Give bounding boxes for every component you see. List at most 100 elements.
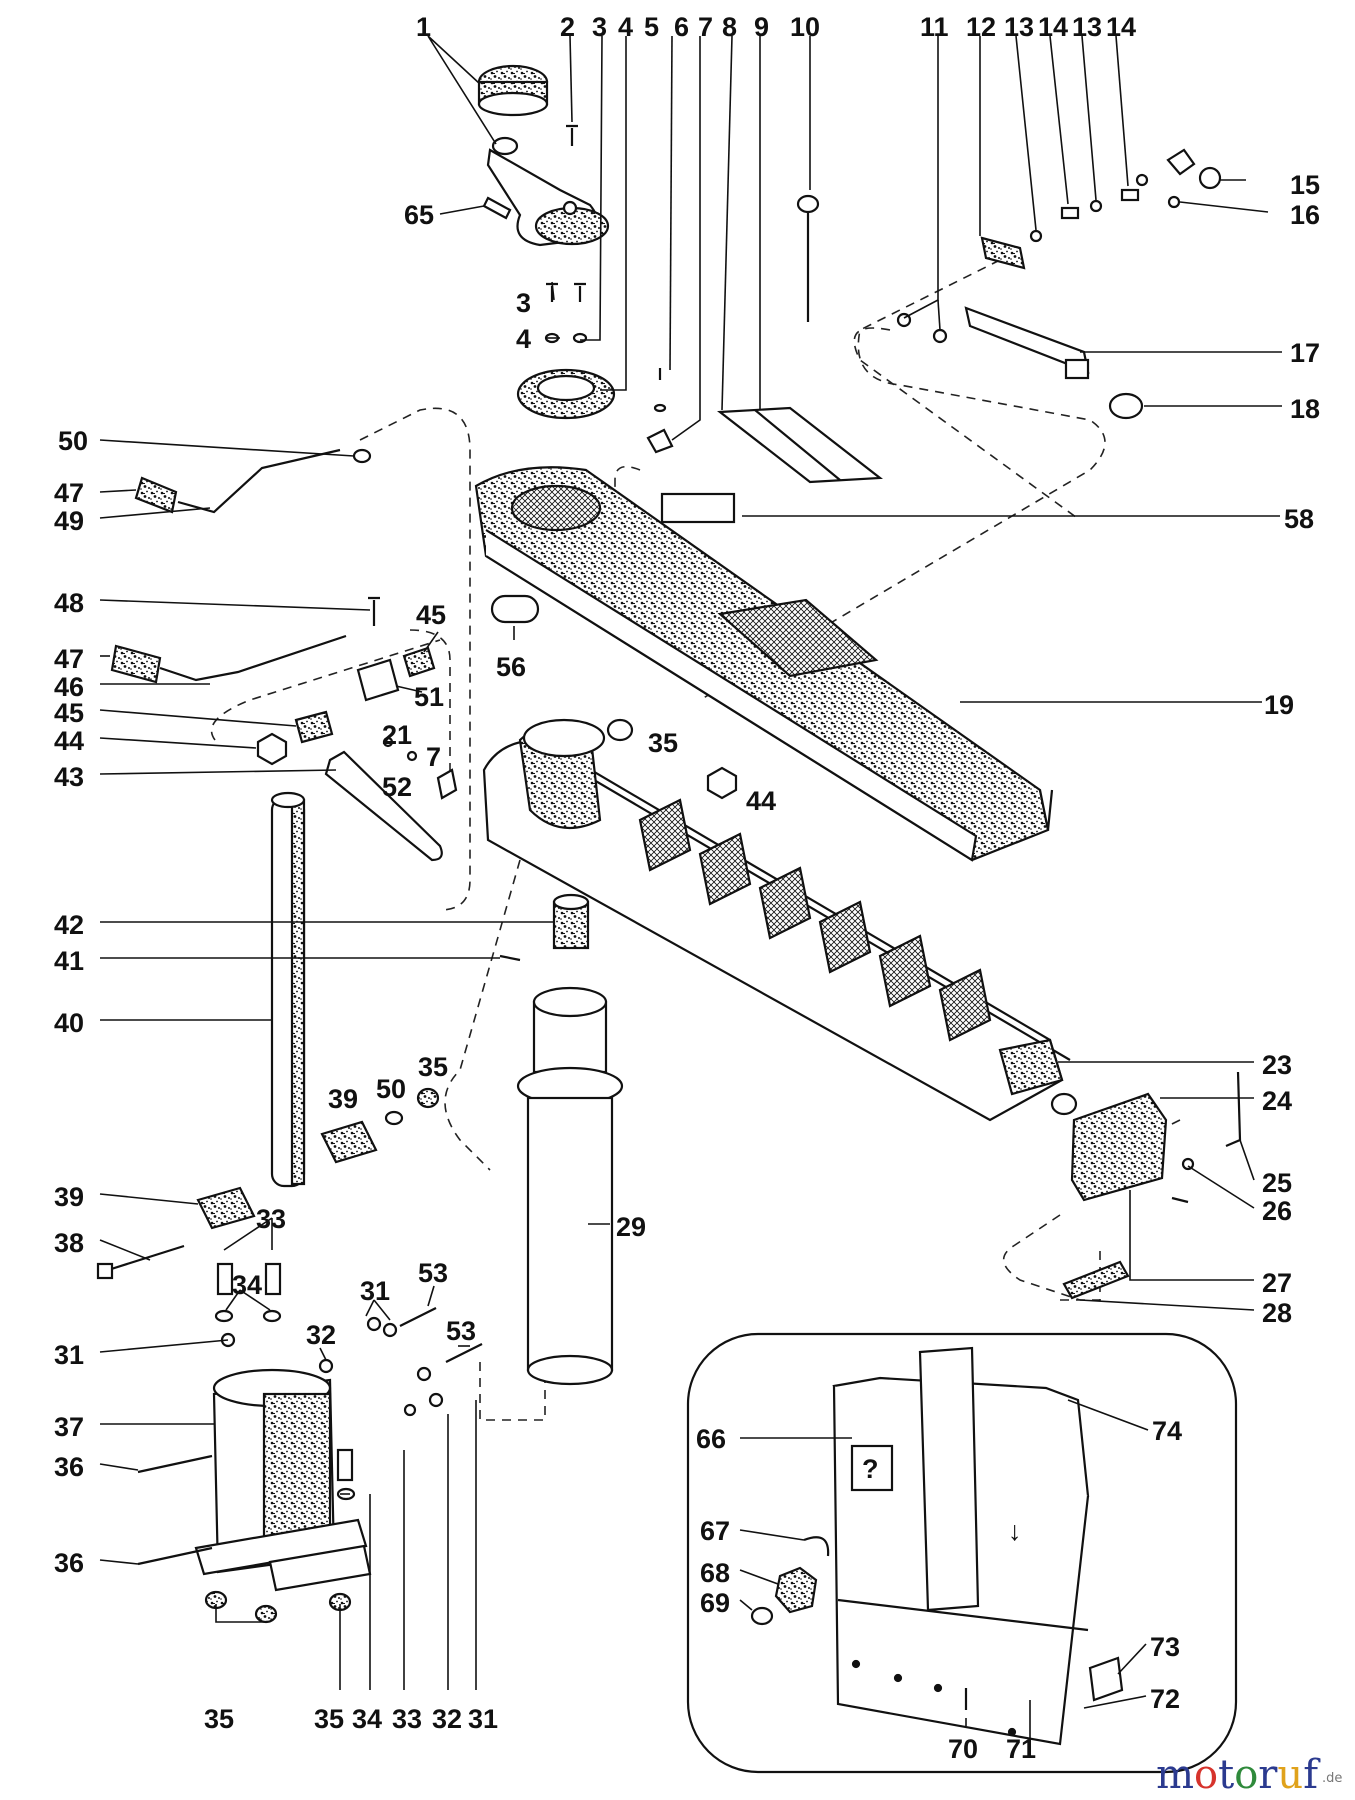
label-1: 1 <box>416 12 431 42</box>
label-45: 45 <box>416 600 446 630</box>
watermark-letter: o <box>1194 1752 1218 1798</box>
label-53: 53 <box>418 1258 448 1288</box>
label-52: 52 <box>382 772 412 802</box>
label-11: 11 <box>920 12 949 42</box>
label-10: 10 <box>790 12 820 42</box>
label-49: 49 <box>54 506 84 536</box>
label-13: 13 <box>1072 12 1102 42</box>
label-7: 7 <box>426 742 441 772</box>
part-23-arm-channel <box>482 718 1071 1122</box>
callout-labels: 1 2 3 4 5 6 7 8 9 10 11 12 13 14 13 14 1… <box>54 12 1320 1764</box>
label-32: 32 <box>306 1320 336 1350</box>
label-53: 53 <box>446 1316 476 1346</box>
label-43: 43 <box>54 762 84 792</box>
label-51: 51 <box>414 682 444 712</box>
label-37: 37 <box>54 1412 84 1442</box>
label-65: 65 <box>404 200 434 230</box>
watermark-letter: m <box>1156 1752 1194 1798</box>
label-70: 70 <box>948 1734 978 1764</box>
parts <box>96 64 1242 1624</box>
label-58: 58 <box>1284 504 1314 534</box>
label-2: 2 <box>560 12 575 42</box>
label-18: 18 <box>1290 394 1320 424</box>
label-42: 42 <box>54 910 84 940</box>
label-13: 13 <box>1004 12 1034 42</box>
label-39: 39 <box>54 1182 84 1212</box>
label-14: 14 <box>1038 12 1068 42</box>
label-26: 26 <box>1262 1196 1292 1226</box>
part-37-base-socket <box>194 1368 372 1592</box>
label-8: 8 <box>722 12 737 42</box>
label-39: 39 <box>328 1084 358 1114</box>
label-47: 47 <box>54 644 84 674</box>
watermark-tld: .de <box>1322 1771 1342 1786</box>
label-36: 36 <box>54 1452 84 1482</box>
label-19: 19 <box>1264 690 1294 720</box>
label-6: 6 <box>674 12 689 42</box>
label-41: 41 <box>54 946 84 976</box>
label-12: 12 <box>966 12 996 42</box>
label-25: 25 <box>1262 1168 1292 1198</box>
label-9: 9 <box>754 12 769 42</box>
label-50: 50 <box>58 426 88 456</box>
part-1-clamp-handle <box>477 64 610 247</box>
arrow-icon: ↓ <box>1008 1516 1022 1546</box>
label-56: 56 <box>496 652 526 682</box>
label-3: 3 <box>516 288 531 318</box>
label-4: 4 <box>516 324 531 354</box>
label-4: 4 <box>618 12 633 42</box>
motoruf-watermark: motoruf .de <box>1156 1752 1342 1798</box>
part-19-arm-cover <box>474 466 1054 862</box>
label-33: 33 <box>392 1704 422 1734</box>
label-7: 7 <box>698 12 713 42</box>
label-17: 17 <box>1290 338 1320 368</box>
label-68: 68 <box>700 1558 730 1588</box>
watermark-letter: f <box>1303 1752 1321 1798</box>
label-50: 50 <box>376 1074 406 1104</box>
label-31: 31 <box>360 1276 390 1306</box>
label-35: 35 <box>314 1704 344 1734</box>
label-5: 5 <box>644 12 659 42</box>
label-33: 33 <box>256 1204 286 1234</box>
label-73: 73 <box>1150 1632 1180 1662</box>
label-74: 74 <box>1152 1416 1182 1446</box>
label-34: 34 <box>352 1704 382 1734</box>
label-38: 38 <box>54 1228 84 1258</box>
label-36: 36 <box>54 1548 84 1578</box>
label-31: 31 <box>54 1340 84 1370</box>
label-71: 71 <box>1006 1734 1036 1764</box>
label-16: 16 <box>1290 200 1320 230</box>
label-3: 3 <box>592 12 607 42</box>
label-44: 44 <box>746 786 776 816</box>
watermark-letter: o <box>1234 1752 1258 1798</box>
question-icon: ? <box>862 1454 879 1484</box>
label-45: 45 <box>54 698 84 728</box>
label-72: 72 <box>1150 1684 1180 1714</box>
label-35: 35 <box>648 728 678 758</box>
label-29: 29 <box>616 1212 646 1242</box>
label-24: 24 <box>1262 1086 1292 1116</box>
label-31: 31 <box>468 1704 498 1734</box>
inset-blade-guard: ? ↓ <box>686 1332 1238 1774</box>
watermark-letter: t <box>1218 1752 1234 1798</box>
part-5-dial-ring <box>516 368 616 420</box>
label-28: 28 <box>1262 1298 1292 1328</box>
label-46: 46 <box>54 672 84 702</box>
leader-lines <box>99 35 1282 1744</box>
label-40: 40 <box>54 1008 84 1038</box>
label-27: 27 <box>1262 1268 1292 1298</box>
label-15: 15 <box>1290 170 1320 200</box>
label-48: 48 <box>54 588 84 618</box>
label-14: 14 <box>1106 12 1136 42</box>
watermark-letter: r <box>1258 1752 1278 1798</box>
label-35: 35 <box>418 1052 448 1082</box>
label-21: 21 <box>382 720 412 750</box>
label-66: 66 <box>696 1424 726 1454</box>
label-67: 67 <box>700 1516 730 1546</box>
label-32: 32 <box>432 1704 462 1734</box>
watermark-logo: motoruf <box>1156 1752 1321 1798</box>
part-24-end-cap <box>1050 1092 1168 1202</box>
label-23: 23 <box>1262 1050 1292 1080</box>
part-29-column-tube <box>516 986 624 1386</box>
